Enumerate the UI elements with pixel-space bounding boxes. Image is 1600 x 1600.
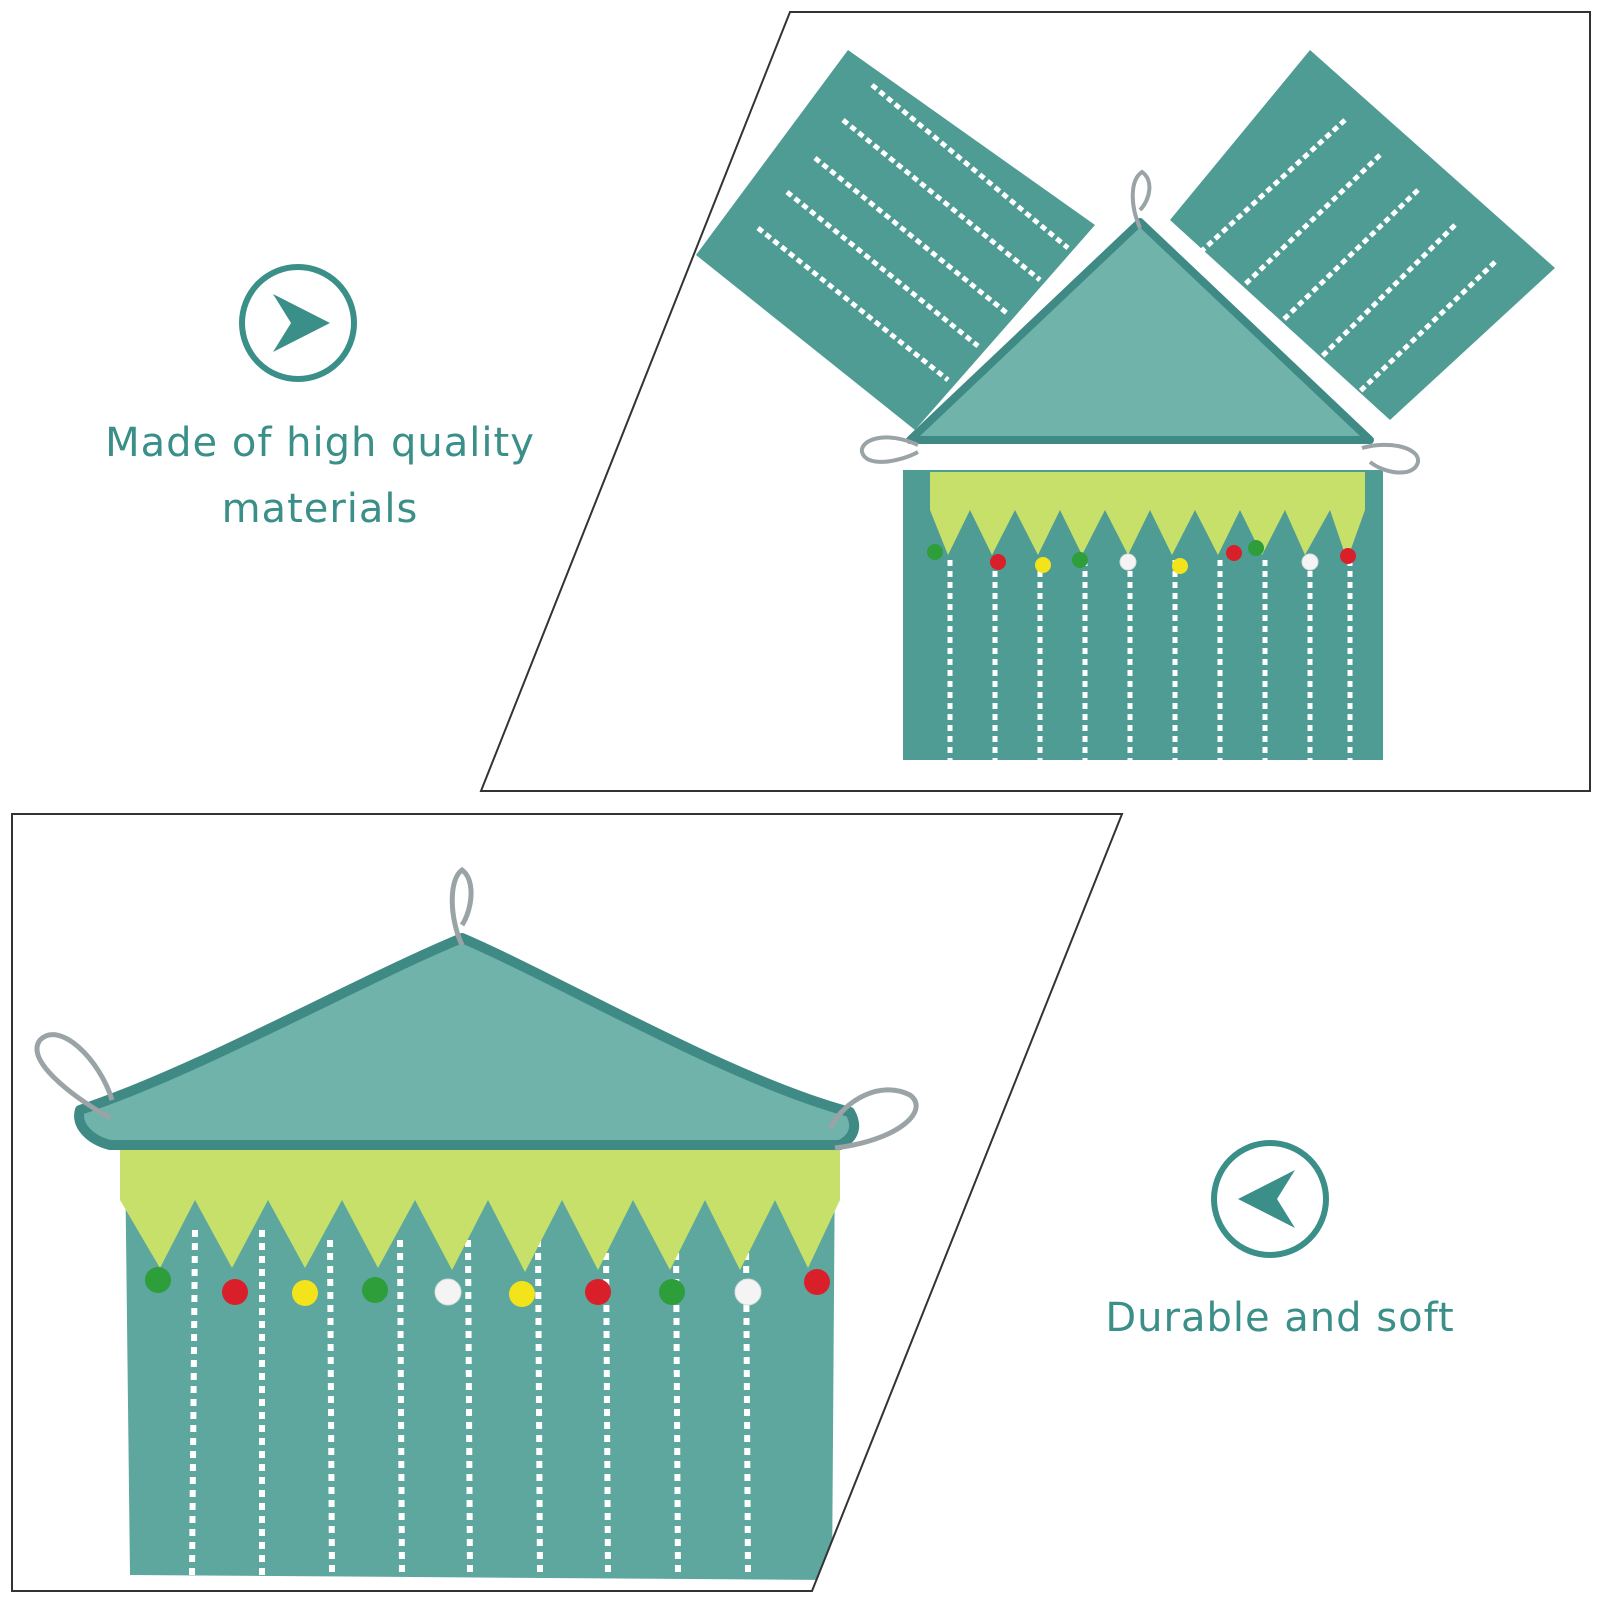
product-photo-flat-view xyxy=(481,12,1590,791)
feature-caption-durable: Durable and soft xyxy=(1105,1295,1455,1341)
bottom-frame-border xyxy=(11,813,1124,1592)
chevron-right-circle-icon xyxy=(239,264,357,382)
chevron-left-circle-icon xyxy=(1211,1140,1329,1258)
feature-caption-quality: Made of high quality materials xyxy=(105,420,535,532)
product-photo-hanging-view xyxy=(12,814,1122,1591)
top-frame-border xyxy=(479,11,1591,792)
